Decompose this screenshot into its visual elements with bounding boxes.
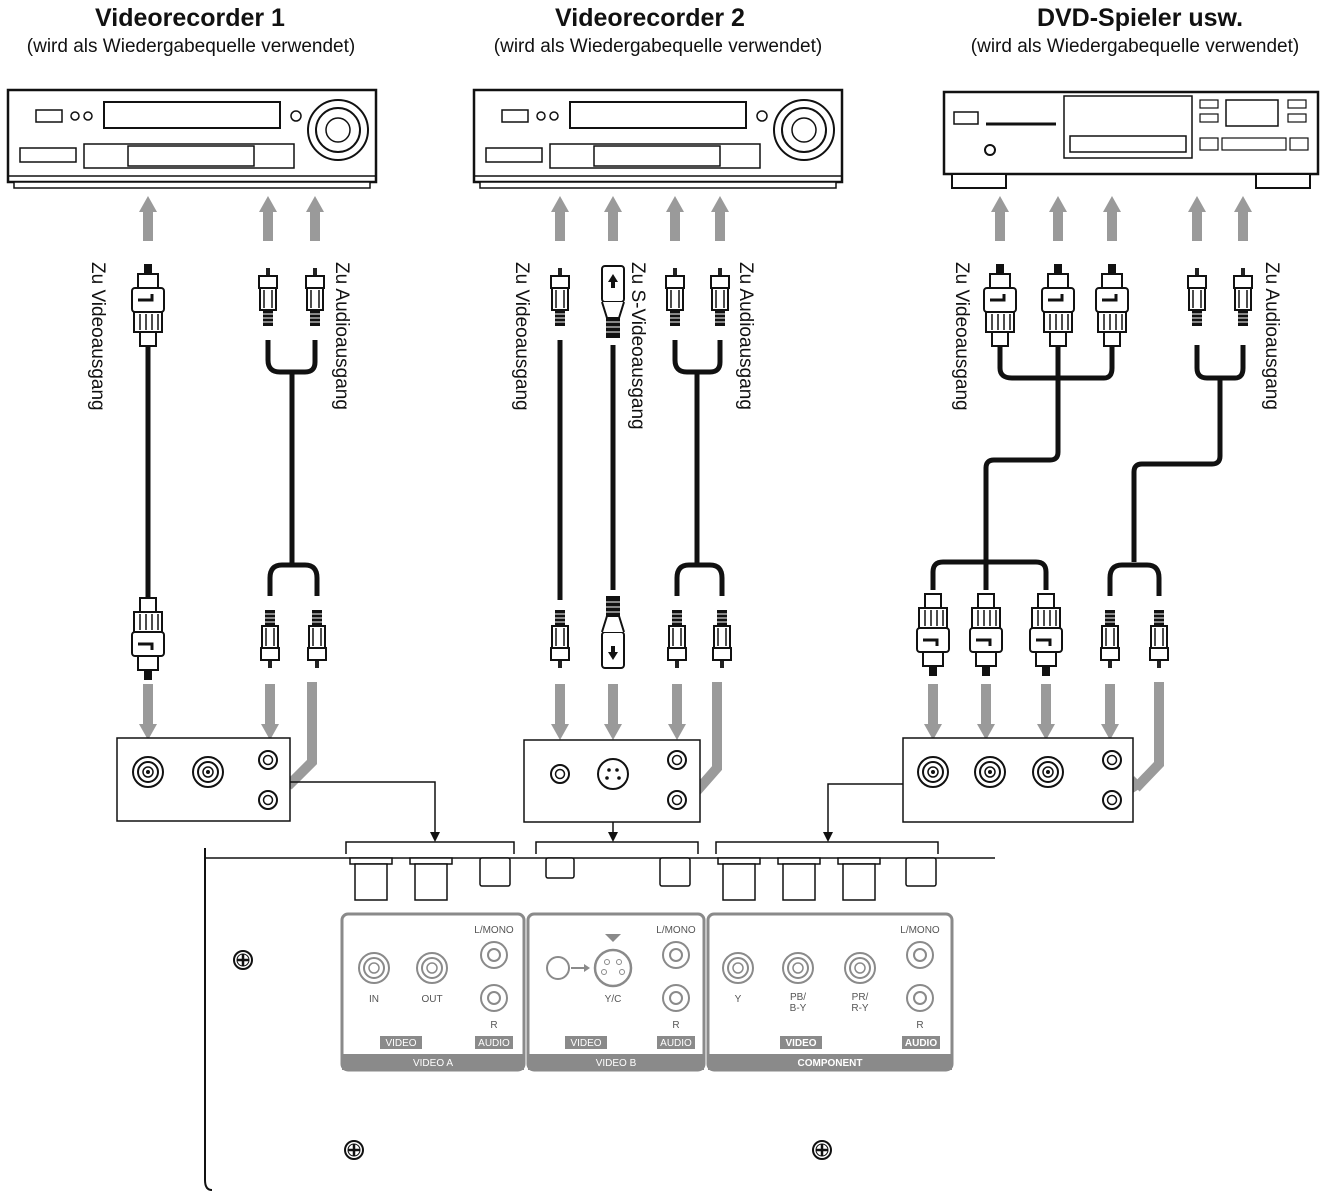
vcr2-device bbox=[472, 88, 844, 189]
tab-audio-a: AUDIO bbox=[478, 1038, 510, 1049]
label-out: OUT bbox=[421, 994, 442, 1005]
label-vcr2-svideo: Zu S-Videoausgang bbox=[627, 262, 648, 430]
label-vcr2-audio: Zu Audioausgang bbox=[735, 262, 756, 410]
tab-audio-b: AUDIO bbox=[660, 1038, 692, 1049]
vcr1-device bbox=[6, 88, 378, 189]
label-vcr2-video: Zu Videoausgang bbox=[511, 262, 532, 411]
up-arrows bbox=[139, 196, 1252, 241]
panel-video-a: IN OUT L/MONO R VIDEO AUDIO VIDEO A bbox=[340, 912, 526, 1072]
vcr1-subtitle: (wird als Wiedergabequelle verwendet) bbox=[26, 36, 356, 57]
label-dvd-video: Zu Videoausgang bbox=[951, 262, 972, 411]
tab-video-c: VIDEO bbox=[785, 1038, 816, 1049]
callout-video-b bbox=[523, 739, 701, 842]
cables bbox=[145, 340, 1246, 600]
label-r-a: R bbox=[490, 1020, 497, 1031]
lower-plugs bbox=[130, 592, 1169, 682]
label-vcr1-audio: Zu Audioausgang bbox=[331, 262, 352, 410]
panel-component: Y PB/ B-Y PR/ R-Y L/MONO R VIDEO AUDIO C… bbox=[706, 912, 954, 1072]
label-r-b: R bbox=[672, 1020, 679, 1031]
label-pr-1: PR/ bbox=[852, 992, 869, 1003]
dvd-subtitle: (wird als Wiedergabequelle verwendet) bbox=[970, 36, 1300, 57]
label-pr-2: R-Y bbox=[851, 1003, 869, 1014]
label-dvd-audio: Zu Audioausgang bbox=[1261, 262, 1282, 410]
label-pb-1: PB/ bbox=[790, 992, 806, 1003]
label-l-mono-b: L/MONO bbox=[656, 925, 696, 936]
label-pb-2: B-Y bbox=[790, 1003, 807, 1014]
section-component: COMPONENT bbox=[798, 1058, 863, 1069]
tab-video-a: VIDEO bbox=[385, 1038, 416, 1049]
label-l-mono-a: L/MONO bbox=[474, 925, 514, 936]
upper-plugs bbox=[130, 262, 1253, 348]
label-r-c: R bbox=[916, 1020, 923, 1031]
callout-video-a bbox=[116, 737, 440, 842]
label-l-mono-c: L/MONO bbox=[900, 925, 940, 936]
section-video-a: VIDEO A bbox=[413, 1058, 453, 1069]
tab-audio-c: AUDIO bbox=[905, 1038, 937, 1049]
dvd-title: DVD-Spieler usw. bbox=[1036, 4, 1244, 32]
label-vcr1-video: Zu Videoausgang bbox=[87, 262, 108, 411]
panel-video-b: Y/C L/MONO R VIDEO AUDIO VIDEO B bbox=[526, 912, 706, 1072]
label-yc: Y/C bbox=[605, 994, 622, 1005]
tab-video-b: VIDEO bbox=[570, 1038, 601, 1049]
vcr1-title: Videorecorder 1 bbox=[95, 4, 285, 32]
dvd-device bbox=[942, 90, 1320, 189]
vcr2-title: Videorecorder 2 bbox=[555, 4, 745, 32]
callout-component bbox=[823, 737, 1134, 842]
label-y: Y bbox=[735, 994, 742, 1005]
section-video-b: VIDEO B bbox=[596, 1058, 637, 1069]
monitor-rear-panel bbox=[204, 841, 995, 1191]
label-in: IN bbox=[369, 994, 379, 1005]
vcr2-subtitle: (wird als Wiedergabequelle verwendet) bbox=[493, 36, 823, 57]
